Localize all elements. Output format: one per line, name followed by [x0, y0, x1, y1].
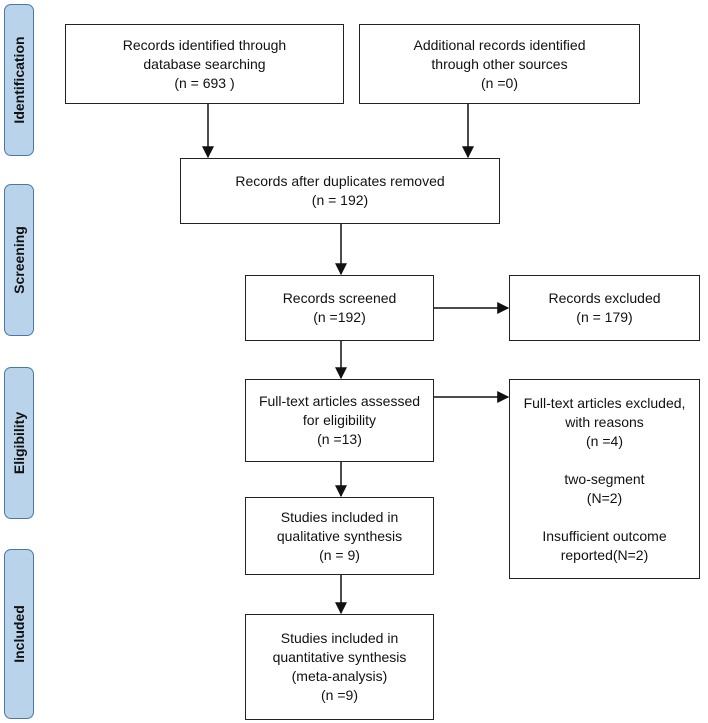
db-search-count: (n = 693 ) [174, 74, 235, 91]
reason-two-segment-label: two-segment [564, 470, 645, 487]
fulltext-assessed-line2: for eligibility [302, 412, 377, 428]
reason-insufficient-count: reported(N=2) [560, 546, 649, 563]
other-sources-line2: through other sources [431, 55, 568, 72]
phase-eligibility: Eligibility [4, 367, 34, 519]
box-database-search: Records identified through database sear… [65, 24, 344, 104]
box-records-excluded: Records excluded (n = 179) [509, 275, 700, 341]
fulltext-excluded-count: (n =4) [586, 432, 623, 449]
excluded-line1: Records excluded [548, 290, 661, 306]
fulltext-excluded-line1: Full-text articles excluded, [523, 394, 686, 411]
quantitative-line2: quantitative synthesis [272, 649, 407, 665]
db-search-line1: Records identified through [122, 36, 287, 53]
excluded-count: (n = 179) [576, 309, 633, 325]
other-sources-line1: Additional records identified [413, 36, 586, 53]
box-quantitative-synthesis: Studies included in quantitative synthes… [245, 614, 434, 720]
screened-line1: Records screened [282, 290, 397, 306]
box-records-screened: Records screened (n =192) [245, 275, 434, 341]
box-qualitative-synthesis: Studies included in qualitative synthesi… [245, 497, 434, 575]
phase-screening: Screening [4, 184, 34, 336]
duplicates-line1: Records after duplicates removed [235, 173, 445, 189]
box-other-sources: Additional records identified through ot… [359, 24, 640, 104]
screened-count: (n =192) [313, 309, 366, 325]
box-fulltext-assessed: Full-text articles assessed for eligibil… [245, 379, 434, 462]
fulltext-assessed-count: (n =13) [317, 431, 362, 447]
qualitative-line2: qualitative synthesis [276, 527, 403, 544]
quantitative-line1: Studies included in [280, 630, 399, 646]
phase-identification: Identification [4, 4, 34, 156]
fulltext-excluded-line2: with reasons [565, 413, 644, 430]
quantitative-line3: (meta-analysis) [291, 668, 388, 684]
qualitative-count: (n = 9) [319, 546, 360, 563]
other-sources-count: (n =0) [481, 74, 518, 91]
duplicates-count: (n = 192) [311, 192, 369, 208]
fulltext-assessed-line1: Full-text articles assessed [258, 393, 421, 409]
qualitative-line1: Studies included in [280, 508, 399, 525]
quantitative-count: (n =9) [321, 687, 358, 703]
box-fulltext-excluded: Full-text articles excluded, with reason… [509, 379, 700, 579]
db-search-line2: database searching [143, 55, 266, 72]
reason-insufficient-label: Insufficient outcome [542, 527, 667, 544]
phase-included: Included [4, 549, 34, 719]
box-duplicates-removed: Records after duplicates removed (n = 19… [180, 158, 500, 224]
reason-two-segment-count: (N=2) [586, 489, 623, 506]
